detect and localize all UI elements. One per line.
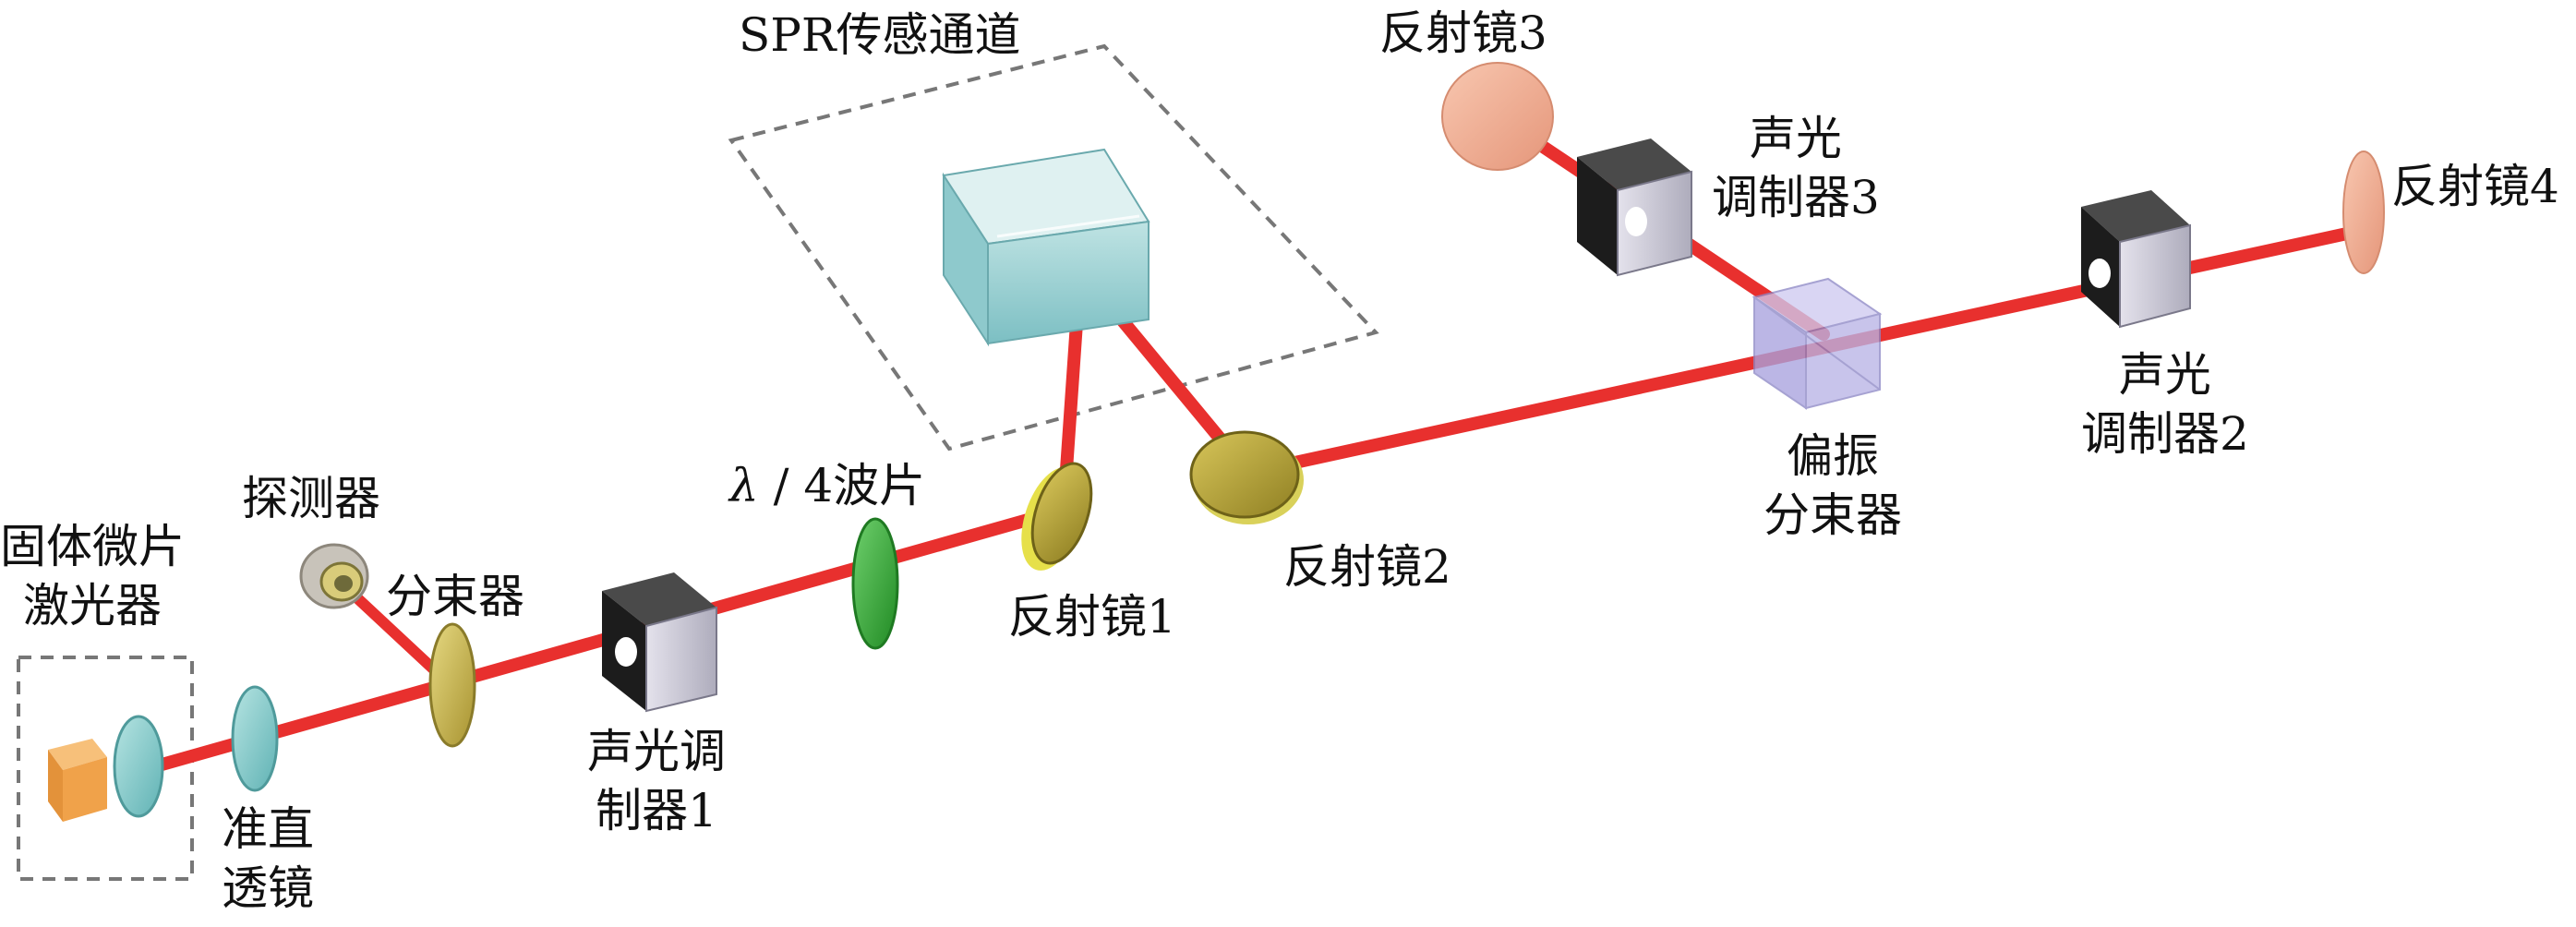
acousto-optic-modulator-1 [602,572,717,713]
waveplate-label: λ / 4波片 [729,456,925,515]
pbs-label: 偏振 分束器 [1763,427,1902,545]
collimator-label: 准直 透镜 [222,800,314,918]
pbs-label-line2: 分束器 [1763,488,1902,542]
mirror4-label: 反射镜4 [2391,157,2559,216]
aom2-label: 声光 调制器2 [2081,345,2249,464]
waveplate-label-text: λ / 4波片 [729,459,925,512]
mirror3-label: 反射镜3 [1379,4,1547,63]
mirror1-label: 反射镜1 [1008,587,1176,646]
laser-label: 固体微片 激光器 [0,517,185,635]
laser-label-line1: 固体微片 [0,520,185,573]
mirror1-label-text: 反射镜1 [1008,590,1176,644]
acousto-optic-modulator-3 [1577,138,1692,277]
aom1-label-line1: 声光调 [587,725,726,778]
pbs-label-line1: 偏振 [1787,429,1879,483]
spr-prism [942,148,1150,347]
aom2-label-line1: 声光 [2118,348,2211,402]
collimating-lens [231,685,279,792]
detector-label: 探测器 [242,469,380,528]
collimator-label-line2: 透镜 [222,861,314,915]
aom1-label: 声光调 制器1 [587,722,726,840]
collimator-label-line1: 准直 [222,802,314,856]
acousto-optic-modulator-2 [2081,190,2191,329]
mirror-3 [1441,62,1554,171]
beam-splitter-label-text: 分束器 [386,570,524,623]
mirror-2 [1189,430,1304,524]
beam-splitter [428,622,476,748]
laser-output-lens [113,715,164,818]
mirror3-label-text: 反射镜3 [1379,6,1547,60]
polarizing-beam-splitter [1751,277,1883,410]
detector [299,543,369,609]
spr-channel-label-text: SPR传感通道 [739,8,1021,62]
aom3-label: 声光 调制器3 [1712,109,1880,227]
aom1-label-line2: 制器1 [596,784,717,837]
microchip-laser-source [48,739,107,822]
mirror2-label: 反射镜2 [1283,537,1451,596]
mirror-4 [2342,150,2385,274]
waveplate-label-lambda: λ [729,459,759,512]
mirror2-label-text: 反射镜2 [1283,540,1451,594]
detector-label-text: 探测器 [242,472,380,525]
beam-main [123,503,1070,780]
laser-label-line2: 激光器 [23,579,162,632]
aom3-label-line1: 声光 [1749,112,1842,165]
aom2-label-line2: 调制器2 [2081,407,2249,461]
quarter-wave-plate [851,517,899,650]
aom3-label-line2: 调制器3 [1712,171,1880,224]
mirror-1 [1021,462,1093,571]
beam-splitter-label: 分束器 [386,567,524,626]
waveplate-label-rest: / 4波片 [758,459,926,512]
mirror4-label-text: 反射镜4 [2391,160,2559,213]
spr-channel-frame [728,43,1379,451]
spr-channel-label: SPR传感通道 [739,6,1021,65]
